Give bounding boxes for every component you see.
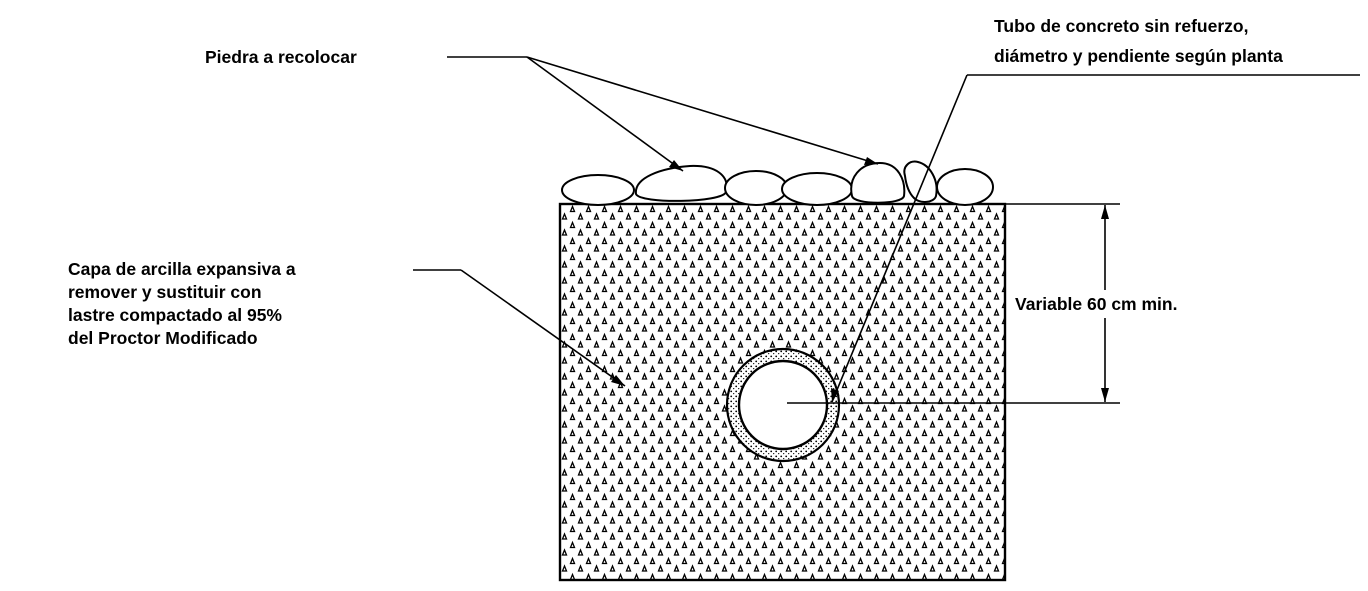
pipe-label-line1: Tubo de concreto sin refuerzo, <box>994 16 1248 36</box>
stone-leader <box>447 56 879 172</box>
stone-label: Piedra a recolocar <box>205 47 357 67</box>
pipe-leader <box>831 74 1360 403</box>
pipe-label-line2: diámetro y pendiente según planta <box>994 46 1283 66</box>
clay-label-line2: remover y sustituir con <box>68 282 262 302</box>
clay-label-line4: del Proctor Modificado <box>68 328 258 348</box>
dimension-label: Variable 60 cm min. <box>1015 294 1177 314</box>
clay-leader <box>413 269 626 387</box>
clay-label-line1: Capa de arcilla expansiva a <box>68 259 296 279</box>
stone-layer <box>561 160 994 206</box>
concrete-pipe <box>725 347 841 463</box>
clay-label-line3: lastre compactado al 95% <box>68 305 282 325</box>
dimension-label-bg <box>1012 290 1262 318</box>
